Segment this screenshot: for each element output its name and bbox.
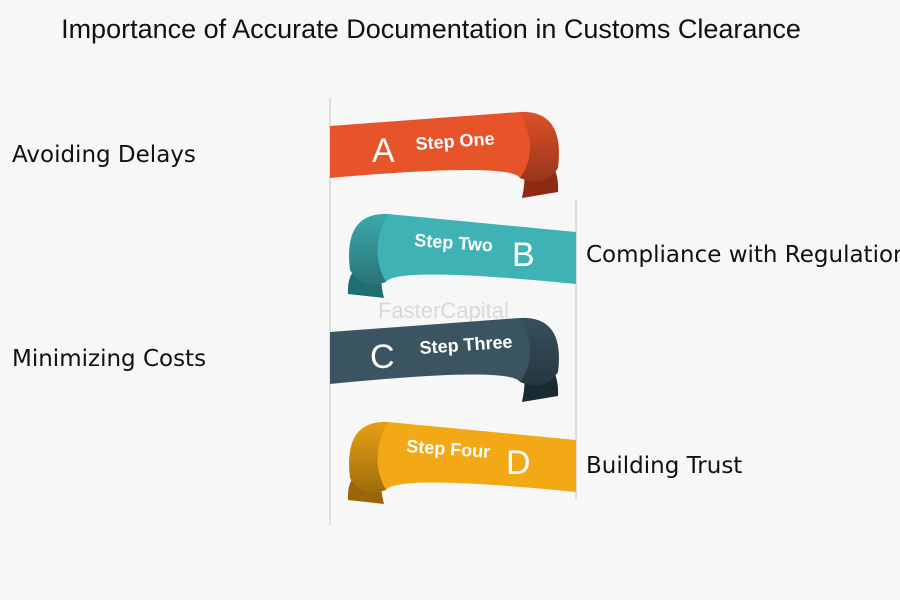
step-c-description: Minimizing Costs	[12, 346, 207, 372]
ribbon-b-letter: B	[512, 236, 535, 274]
ribbon-step-four: D Step Four	[347, 421, 576, 504]
watermark: FasterCapital	[378, 298, 509, 323]
ribbon-d-body	[349, 421, 576, 493]
ribbon-b-body	[349, 213, 576, 285]
ribbon-a-body	[330, 111, 559, 182]
step-d-description: Building Trust	[586, 453, 743, 479]
ribbon-step-one: A Step One	[330, 111, 559, 198]
ribbon-step-three: C Step Three	[330, 317, 559, 402]
ribbon-c-letter: C	[370, 338, 395, 376]
step-a-description: Avoiding Delays	[12, 142, 196, 168]
ribbon-d-letter: D	[506, 444, 531, 482]
step-b-description: Compliance with Regulations	[586, 242, 900, 268]
page-title: Importance of Accurate Documentation in …	[61, 14, 801, 44]
ribbon-a-letter: A	[372, 132, 395, 170]
ribbon-c-body	[330, 317, 559, 386]
ribbon-step-two: B Step Two	[347, 213, 576, 298]
